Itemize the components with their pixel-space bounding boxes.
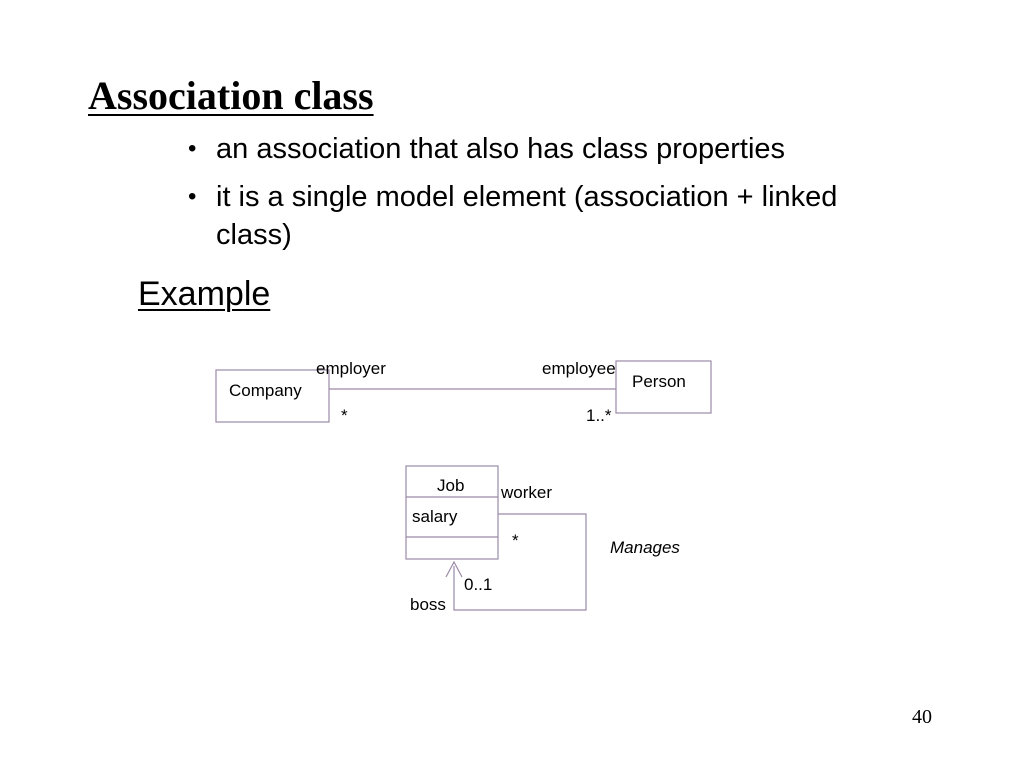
person-class-name: Person	[632, 372, 686, 391]
boss-multiplicity: 0..1	[464, 575, 492, 594]
worker-role-label: worker	[500, 483, 552, 502]
worker-multiplicity: *	[512, 531, 519, 550]
job-class-box	[405, 465, 499, 560]
boss-role-label: boss	[410, 595, 446, 614]
employer-multiplicity: *	[341, 406, 348, 425]
bullet-text: it is a single model element (associatio…	[216, 181, 838, 251]
job-attribute-salary: salary	[412, 507, 458, 526]
job-class-name: Job	[437, 476, 464, 495]
employee-multiplicity: 1..*	[586, 406, 612, 425]
bullet-icon: •	[188, 135, 197, 162]
employer-role-label: employer	[316, 359, 386, 378]
company-class-box	[215, 369, 330, 423]
bullet-item: • it is a single model element (associat…	[188, 178, 856, 254]
person-class-box	[615, 360, 712, 414]
navigation-arrow-icon	[445, 560, 463, 578]
bullet-text: an association that also has class prope…	[216, 133, 786, 165]
employee-role-label: employee	[542, 359, 616, 378]
company-class-name: Company	[229, 381, 302, 400]
example-heading: Example	[138, 275, 271, 313]
bullet-item: • an association that also has class pro…	[188, 130, 856, 168]
manages-association-line	[453, 513, 587, 611]
manages-association-name: Manages	[610, 538, 680, 557]
bullet-icon: •	[188, 183, 197, 210]
slide-title: Association class	[88, 73, 374, 118]
bullet-list: • an association that also has class pro…	[188, 130, 856, 264]
page-number: 40	[912, 706, 932, 728]
